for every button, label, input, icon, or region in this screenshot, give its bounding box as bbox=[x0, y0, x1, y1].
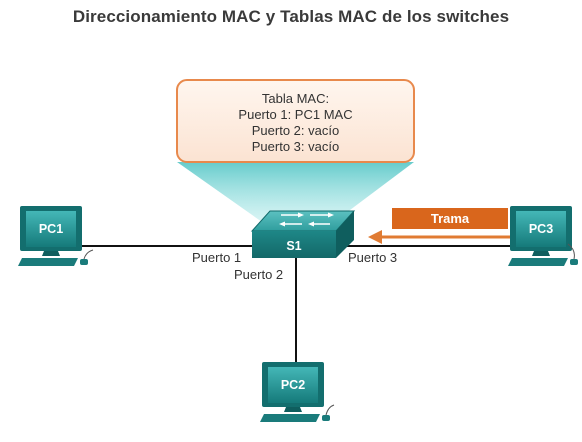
pc2-label: PC2 bbox=[281, 378, 305, 392]
mac-table-row: Puerto 1: PC1 MAC bbox=[238, 107, 352, 122]
pc1-label: PC1 bbox=[39, 222, 63, 236]
pc2-keyboard bbox=[260, 414, 320, 422]
pc3-mouse bbox=[570, 259, 578, 265]
pc2-mouse bbox=[322, 415, 330, 421]
pc1-mouse bbox=[80, 259, 88, 265]
port-3-label: Puerto 3 bbox=[348, 250, 397, 265]
pc1-screen bbox=[26, 211, 76, 247]
pc1-stand bbox=[42, 251, 60, 256]
pc3-screen bbox=[516, 211, 566, 247]
pc1-keyboard bbox=[18, 258, 78, 266]
pc3-host[interactable]: PC3 bbox=[508, 206, 578, 266]
mac-table-row: Puerto 2: vacío bbox=[252, 123, 339, 138]
pc3-label: PC3 bbox=[529, 222, 553, 236]
mac-table-callout: Tabla MAC: Puerto 1: PC1 MAC Puerto 2: v… bbox=[176, 79, 415, 163]
pc1-host[interactable]: PC1 bbox=[18, 206, 94, 266]
switch-label: S1 bbox=[286, 239, 301, 253]
switch-side-face bbox=[336, 211, 354, 258]
port-2-label: Puerto 2 bbox=[234, 267, 283, 282]
port-1-label: Puerto 1 bbox=[192, 250, 241, 265]
frame-label: Trama bbox=[431, 211, 470, 226]
frame-arrow-icon bbox=[368, 230, 382, 244]
pc3-keyboard bbox=[508, 258, 568, 266]
pc2-screen bbox=[268, 367, 318, 403]
mac-table-row: Puerto 3: vacío bbox=[252, 139, 339, 154]
pc3-stand bbox=[532, 251, 550, 256]
mac-table-heading: Tabla MAC: bbox=[262, 91, 329, 106]
pc3-mouse-cable bbox=[567, 243, 575, 260]
frame-badge bbox=[392, 208, 508, 229]
switch-front-face bbox=[252, 231, 336, 258]
switch-s1[interactable]: S1 bbox=[250, 210, 356, 258]
pc2-mouse-cable bbox=[325, 404, 335, 416]
frame-indicator: Trama bbox=[368, 208, 518, 244]
callout-beam bbox=[177, 162, 414, 222]
pc2-stand bbox=[284, 407, 302, 412]
pc1-mouse-cable bbox=[83, 249, 94, 260]
switch-arrows-icon bbox=[279, 212, 334, 227]
diagram-title: Direccionamiento MAC y Tablas MAC de los… bbox=[72, 7, 510, 26]
pc2-host[interactable]: PC2 bbox=[260, 362, 335, 422]
